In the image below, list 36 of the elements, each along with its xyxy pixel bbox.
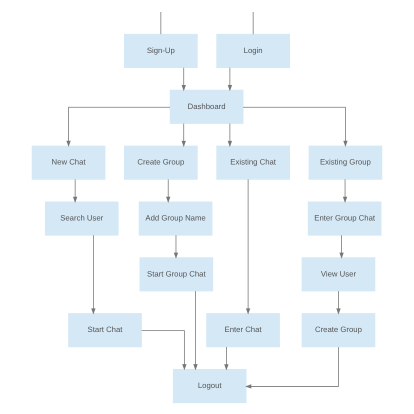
arrow <box>166 179 170 203</box>
node-box: View User <box>302 257 376 292</box>
node-box: Create Group <box>124 146 198 180</box>
arrow <box>182 67 186 92</box>
arrow <box>72 179 78 203</box>
arrow <box>224 346 229 370</box>
node-box: New Chat <box>32 146 106 180</box>
arrow <box>193 290 198 370</box>
node-box: Sign-Up <box>124 34 198 68</box>
node-box: Existing Chat <box>216 146 290 180</box>
node-box: Search User <box>44 201 119 236</box>
node-box: Enter Chat <box>206 313 280 348</box>
node-box: Existing Group <box>308 146 382 180</box>
node-box: Start Chat <box>68 313 142 348</box>
node-box: Logout <box>172 369 247 404</box>
arrow <box>336 290 341 315</box>
node-box: Dashboard <box>170 90 244 124</box>
node-box: Add Group Name <box>138 201 212 236</box>
node-box: Enter Group Chat <box>308 201 382 236</box>
arrow <box>174 234 178 259</box>
node-box: Start Group Chat <box>140 257 214 292</box>
arrow <box>228 67 232 92</box>
connector <box>160 12 162 35</box>
arrow <box>339 234 344 259</box>
arrow <box>342 179 348 203</box>
arrow <box>66 106 170 147</box>
arrow <box>242 106 348 147</box>
arrow <box>245 346 339 389</box>
arrow <box>246 178 250 315</box>
arrow <box>141 330 187 370</box>
arrow <box>182 123 186 148</box>
arrow <box>91 234 96 315</box>
connector <box>252 12 254 35</box>
node-box: Create Group <box>302 313 376 348</box>
arrow <box>228 123 232 148</box>
node-box: Login <box>216 34 290 68</box>
